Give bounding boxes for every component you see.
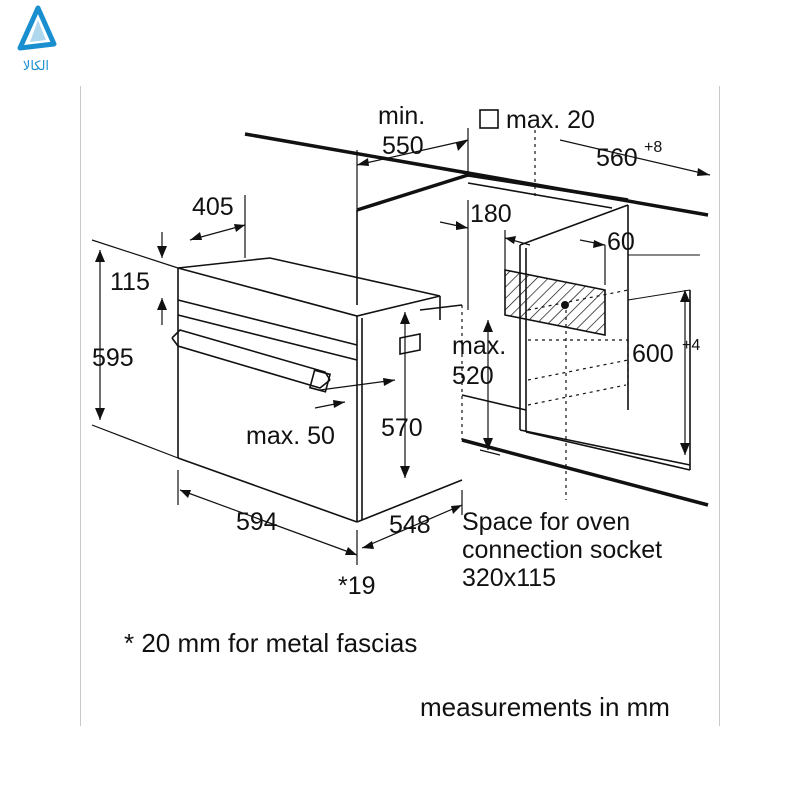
label-594: 594: [236, 508, 278, 536]
label-min: min.: [378, 102, 425, 130]
footnote: * 20 mm for metal fascias: [124, 628, 417, 658]
oven-handle: [171, 329, 332, 393]
label-max: max.: [452, 332, 506, 360]
label-19: *19: [338, 572, 376, 600]
label-550: 550: [382, 132, 424, 160]
units-note: measurements in mm: [420, 692, 670, 722]
oven: [177, 257, 463, 523]
label-570: 570: [381, 414, 423, 442]
worktop: [244, 132, 709, 217]
label-600-tolerance: +4: [682, 337, 700, 354]
label-560-tolerance: +8: [644, 139, 662, 156]
label-405: 405: [192, 193, 234, 221]
label-595: 595: [92, 344, 134, 372]
label-560: 560: [596, 144, 638, 172]
label-180: 180: [470, 200, 512, 228]
label-60: 60: [607, 228, 635, 256]
dimension-lines: [91, 128, 711, 565]
label-548: 548: [389, 511, 431, 539]
socket-note-line3: 320x115: [462, 564, 556, 592]
arrow-heads: [95, 140, 710, 555]
dimension-labels: min. 550 max. 20 560 +8 405 180 60 115 5…: [92, 102, 700, 600]
label-600: 600: [632, 340, 674, 368]
label-115: 115: [110, 268, 150, 296]
square-marker-icon: [479, 109, 499, 129]
socket-note-line2: connection socket: [462, 536, 662, 564]
socket-note: Space for oven connection socket 320x115: [462, 508, 662, 592]
brand-logo: الکالا: [17, 5, 57, 74]
diagram-frame: [80, 86, 720, 726]
label-520: 520: [452, 362, 494, 390]
socket-note-line1: Space for oven: [462, 508, 630, 536]
label-max-50: max. 50: [246, 422, 335, 450]
logo-text: الکالا: [23, 59, 49, 74]
logo-icon: [17, 5, 57, 51]
label-max-20: max. 20: [506, 106, 595, 134]
socket-space: [504, 269, 606, 336]
